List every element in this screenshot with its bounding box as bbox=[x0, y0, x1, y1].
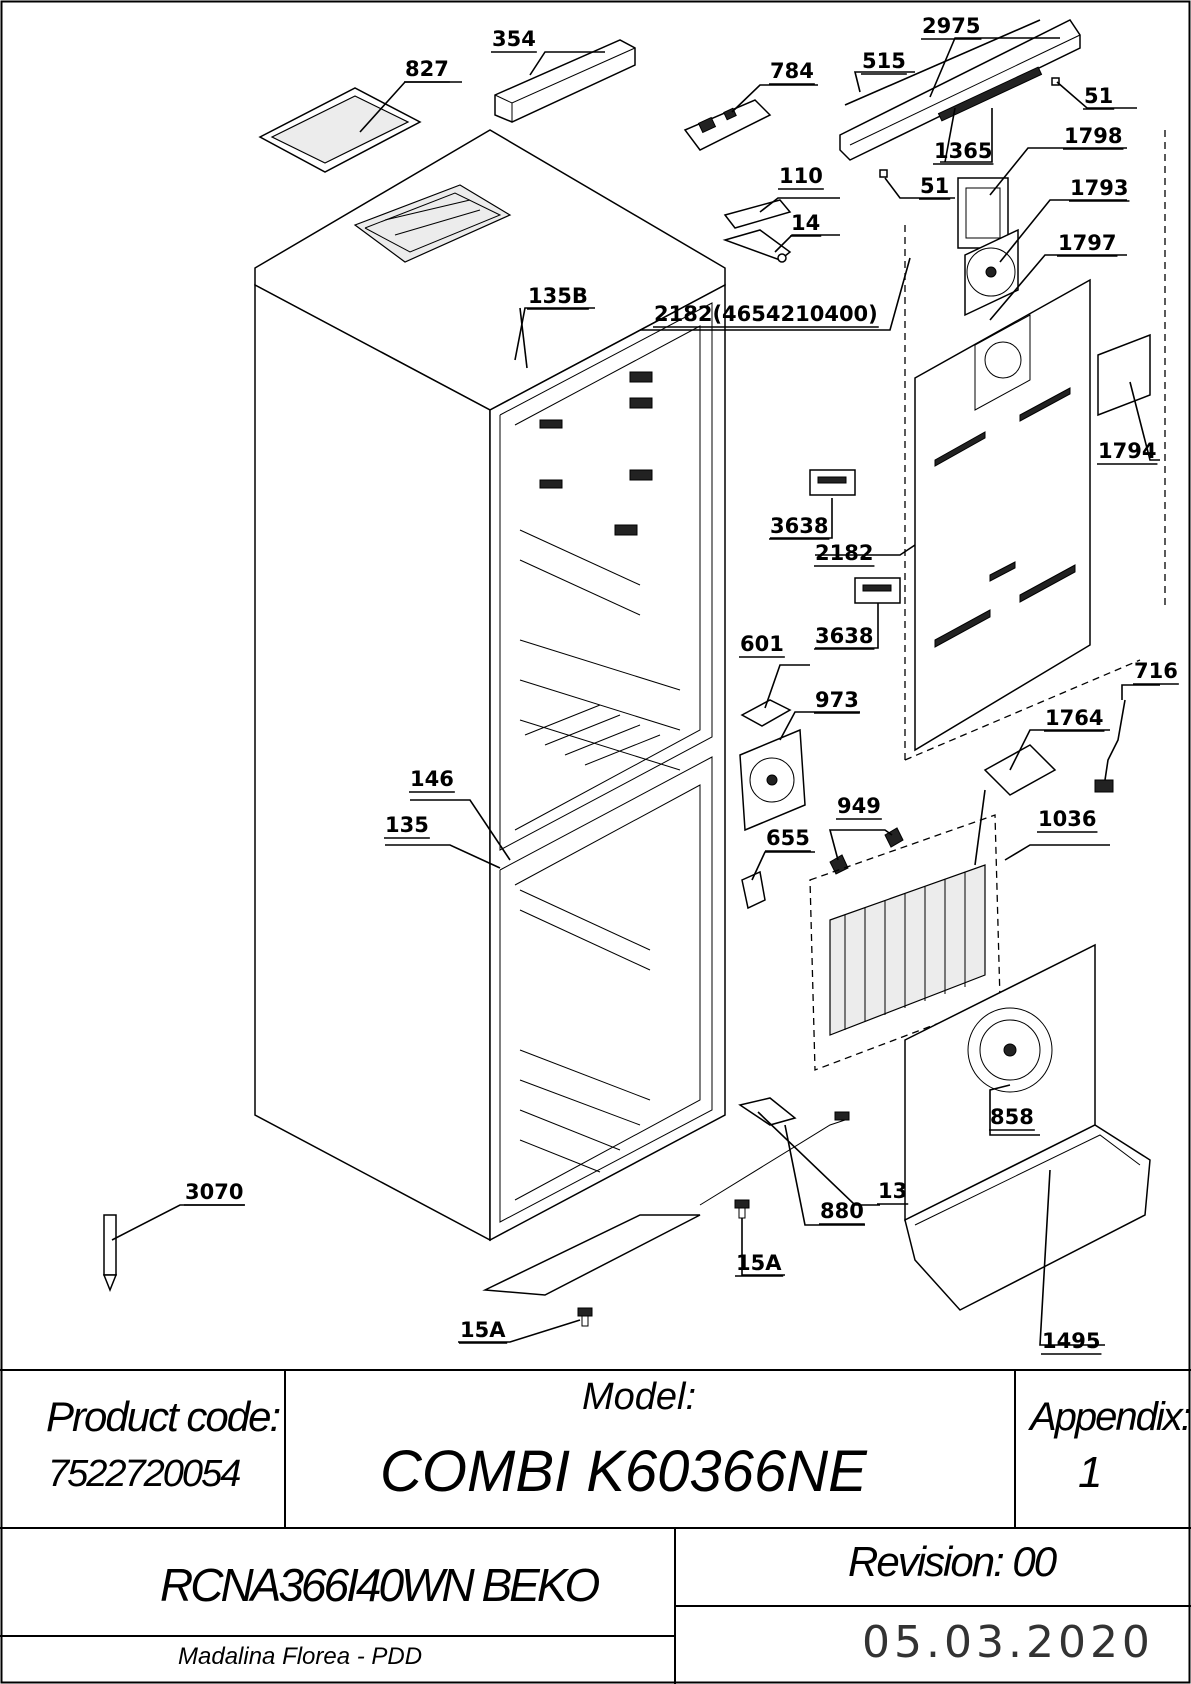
callout: 2182 bbox=[815, 541, 873, 565]
product-code-value: 7522720054 bbox=[48, 1453, 241, 1495]
callout: 655 bbox=[766, 826, 810, 850]
callout: 3638 bbox=[770, 514, 828, 538]
part-110-hinge-cover bbox=[723, 199, 792, 229]
rear-dash-c bbox=[904, 659, 1141, 761]
part-973-fan-motor bbox=[739, 728, 806, 832]
part-515-strip bbox=[844, 19, 1041, 106]
title-block-grid bbox=[0, 1369, 1191, 1684]
callout: 51 bbox=[1084, 84, 1113, 108]
callout: 110 bbox=[779, 164, 823, 188]
callout: 1495 bbox=[1042, 1329, 1100, 1353]
callout: 1365 bbox=[934, 139, 992, 163]
part-716-connector bbox=[1094, 779, 1114, 793]
part-15A-foot-b bbox=[577, 1307, 593, 1327]
callout: 15A bbox=[460, 1318, 506, 1342]
callout: 601 bbox=[740, 632, 784, 656]
callout: 1798 bbox=[1064, 124, 1122, 148]
part-601-bracket bbox=[740, 699, 792, 727]
revision: Revision: 00 bbox=[848, 1538, 1057, 1585]
part-3070-pin bbox=[102, 1214, 118, 1293]
part-15A-foot-a bbox=[734, 1199, 750, 1219]
callout-labels: 827 354 784 515 2975 51 1365 1798 51 179… bbox=[184, 14, 1179, 1355]
part-784-board bbox=[683, 99, 772, 151]
part-949-clip-b bbox=[884, 827, 904, 848]
part-354-tray bbox=[494, 39, 636, 123]
part-1764-pad bbox=[983, 744, 1057, 796]
callout: 716 bbox=[1134, 659, 1178, 683]
callout: 13 bbox=[878, 1179, 907, 1203]
part-3638-sensor-b bbox=[854, 577, 901, 604]
callout: 2975 bbox=[922, 14, 980, 38]
callout: 135B bbox=[528, 284, 588, 308]
part-716-cable bbox=[1104, 699, 1126, 781]
appendix-label: Appendix: bbox=[1030, 1395, 1191, 1439]
part-14-hinge bbox=[722, 229, 792, 263]
product-code-label: Product code: bbox=[46, 1393, 281, 1440]
callout: 1797 bbox=[1058, 231, 1116, 255]
model-code: RCNA366I40WN BEKO bbox=[160, 1559, 600, 1611]
callout: 3638 bbox=[815, 624, 873, 648]
part-949-clip-a bbox=[829, 854, 849, 875]
callout: 1036 bbox=[1038, 807, 1096, 831]
part-1495-compressor-cover bbox=[904, 943, 1151, 1311]
part-2182-rear-panel bbox=[914, 278, 1091, 752]
part-1794-cover bbox=[1097, 333, 1151, 417]
part-3638-sensor-a bbox=[809, 469, 856, 496]
model-value: COMBI K60366NE bbox=[380, 1439, 867, 1504]
callout: 973 bbox=[815, 688, 859, 712]
part-51-clip-b bbox=[879, 169, 888, 178]
part-1793-fan bbox=[964, 228, 1019, 317]
author: Madalina Florea - PDD bbox=[178, 1643, 423, 1670]
model-label: Model: bbox=[582, 1376, 697, 1418]
part-827-lid bbox=[258, 87, 422, 173]
callout: 949 bbox=[837, 794, 881, 818]
appendix-value: 1 bbox=[1078, 1448, 1103, 1497]
date: 05.03.2020 bbox=[862, 1617, 1154, 1668]
part-51-clip bbox=[1051, 77, 1060, 86]
part-880-connector bbox=[834, 1111, 850, 1121]
callout: 858 bbox=[990, 1105, 1034, 1129]
bottom-rail-left bbox=[482, 1214, 701, 1296]
part-1036-evaporator bbox=[809, 789, 1001, 1071]
callout: 3070 bbox=[185, 1180, 243, 1204]
fridge-cabinet bbox=[254, 129, 726, 1242]
part-1798-frame bbox=[957, 177, 1009, 249]
callout: 14 bbox=[791, 211, 820, 235]
callout: 135 bbox=[385, 813, 429, 837]
callout: 1764 bbox=[1045, 706, 1103, 730]
callout: 15A bbox=[736, 1251, 782, 1275]
callout: 2182(4654210400) bbox=[654, 302, 878, 326]
callout: 1793 bbox=[1070, 176, 1128, 200]
callout: 354 bbox=[492, 27, 536, 51]
callout: 880 bbox=[820, 1199, 864, 1223]
callout: 827 bbox=[405, 57, 449, 81]
callout: 784 bbox=[770, 59, 814, 83]
callout: 51 bbox=[920, 174, 949, 198]
callout: 146 bbox=[410, 767, 454, 791]
callout: 515 bbox=[862, 49, 906, 73]
part-13-hinge bbox=[738, 1097, 797, 1126]
bottom-rail-right bbox=[699, 1119, 846, 1206]
part-2975-top-frame bbox=[839, 19, 1081, 161]
callout: 1794 bbox=[1098, 439, 1156, 463]
